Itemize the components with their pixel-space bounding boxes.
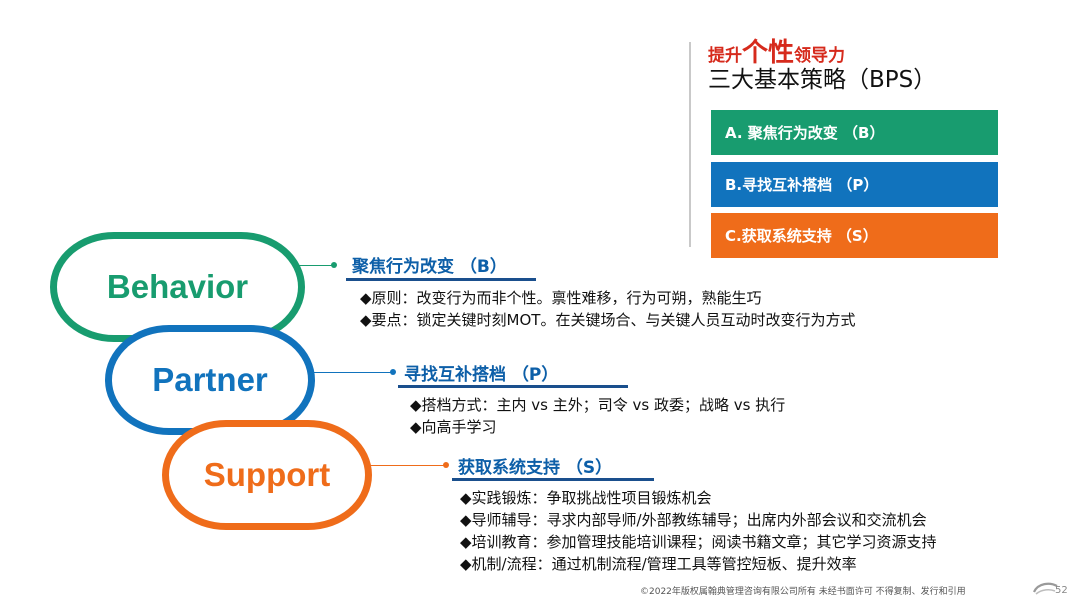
support-shape: Support: [162, 420, 372, 530]
section-s-bullet: ◆实践锻炼：争取挑战性项目锻炼机会: [460, 489, 712, 507]
section-p-bullet: ◆搭档方式：主内 vs 主外；司令 vs 政委；战略 vs 执行: [410, 396, 786, 414]
header-subtitle-emphasis: 个性: [742, 38, 795, 68]
connector-support: [370, 465, 445, 466]
section-b-bullet: ◆要点：锁定关键时刻MOT。在关键场合、与关键人员互动时改变行为方式: [360, 311, 856, 329]
header-subtitle-suffix: 领导力: [794, 46, 846, 66]
section-b-title: 聚焦行为改变 （B）: [352, 257, 507, 277]
section-s-bullet: ◆培训教育：参加管理技能培训课程；阅读书籍文章；其它学习资源支持: [460, 533, 937, 551]
section-p-underline: [398, 385, 628, 388]
section-p-title: 寻找互补搭档 （P）: [404, 365, 559, 385]
header-title: 三大基本策略（BPS）: [708, 67, 937, 93]
section-s-bullet: ◆机制/流程：通过机制流程/管理工具等管控短板、提升效率: [460, 555, 857, 573]
header-subtitle: 提升个性领导力: [708, 32, 845, 69]
partner-label: Partner: [152, 361, 268, 398]
strategy-box-b: B.寻找互补搭档 （P）: [711, 162, 998, 207]
footer-copyright: ©2022年版权属翰典管理咨询有限公司所有 未经书面许可 不得复制、发行和引用: [640, 587, 966, 597]
section-s-title: 获取系统支持 （S）: [458, 458, 613, 478]
connector-dot-behavior: [331, 262, 337, 268]
section-s-bullets: ◆实践锻炼：争取挑战性项目锻炼机会 ◆导师辅导：寻求内部导师/外部教练辅导；出席…: [460, 487, 937, 575]
section-p-bullets: ◆搭档方式：主内 vs 主外；司令 vs 政委；战略 vs 执行 ◆向高手学习: [410, 394, 785, 438]
header-divider: [689, 42, 691, 247]
section-s-bullet: ◆导师辅导：寻求内部导师/外部教练辅导；出席内外部会议和交流机会: [460, 511, 927, 529]
connector-dot-partner: [390, 369, 396, 375]
section-b-bullet: ◆原则：改变行为而非个性。禀性难移，行为可朔，熟能生巧: [360, 289, 762, 307]
section-s-underline: [452, 478, 654, 481]
company-logo-icon: [1032, 582, 1058, 595]
connector-partner: [313, 372, 391, 373]
section-b-bullets: ◆原则：改变行为而非个性。禀性难移，行为可朔，熟能生巧 ◆要点：锁定关键时刻MO…: [360, 287, 855, 331]
strategy-box-c: C.获取系统支持 （S）: [711, 213, 998, 258]
connector-dot-support: [443, 462, 449, 468]
strategy-box-a: A. 聚焦行为改变 （B）: [711, 110, 998, 155]
page-number: 52: [1055, 585, 1068, 596]
section-b-underline: [346, 278, 536, 281]
section-p-bullet: ◆向高手学习: [410, 418, 497, 436]
header-subtitle-prefix: 提升: [708, 46, 742, 66]
partner-shape: Partner: [105, 325, 315, 435]
support-label: Support: [203, 456, 331, 493]
behavior-label: Behavior: [106, 268, 249, 305]
